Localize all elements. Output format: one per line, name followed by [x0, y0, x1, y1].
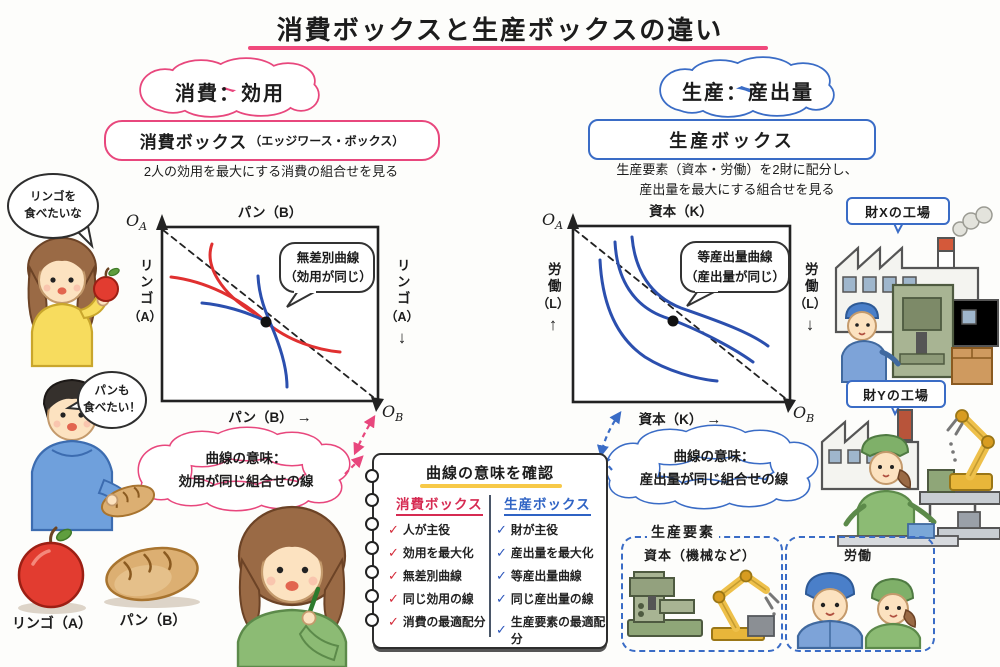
right-graph-left-axis-label: 労働 （L） ↑: [536, 262, 570, 335]
production-tag-cloud-shape: [659, 56, 835, 118]
labor-workers-illustration: [796, 571, 922, 650]
woman-with-apple-illustration: [27, 237, 120, 368]
notebook-title-underline: [420, 484, 562, 488]
consumption-box-header: 消費ボックス （エッジワース・ボックス）: [104, 120, 440, 161]
right-arrow-icon: →: [706, 411, 722, 428]
labor-factor-box: [785, 536, 935, 652]
check-icon: ✓: [496, 544, 507, 560]
notebook-right-item: ✓産出量を最大化: [496, 544, 594, 561]
apple-label: リンゴ（A）: [11, 615, 93, 631]
right-arrow-icon: →: [296, 409, 312, 426]
spiral-ring: [365, 541, 379, 555]
check-icon: ✓: [496, 622, 507, 637]
notebook-left-item: ✓同じ効用の線: [388, 590, 474, 607]
isoquant-bubble: 等産出量曲線 （産出量が同じ）: [684, 250, 785, 284]
notebook-left-item: ✓消費の最適配分: [388, 613, 486, 630]
left-graph-top-label: パン（B）: [237, 205, 303, 220]
up-arrow-icon: ↑: [548, 315, 558, 335]
notebook-left-item: ✓効用を最大化: [388, 544, 474, 561]
woman-speech-text: リンゴを 食べたいな: [24, 190, 82, 220]
spiral-ring: [365, 469, 379, 483]
title-underline: [248, 46, 768, 50]
check-icon: ✓: [496, 567, 507, 583]
woman-speech-bubble-shape: [7, 173, 99, 250]
consumption-box-title: 消費ボックス: [139, 133, 248, 152]
capital-machines-illustration: [627, 569, 780, 641]
check-icon: ✓: [388, 567, 399, 583]
left-graph-bottom-label: パン（B）→: [228, 409, 312, 426]
notebook-left-item: ✓人が主役: [388, 521, 451, 538]
bread-label: パン（B）: [119, 612, 187, 628]
left-graph-left-axis-label: リンゴ （A）: [127, 258, 163, 324]
factory-y-label: 財Yの工場: [846, 380, 946, 408]
indifference-curve-bubble: 無差別曲線 （効用が同じ）: [284, 250, 372, 284]
notebook-column-divider: [489, 495, 491, 637]
production-tag: 生産：産出量: [682, 82, 814, 104]
right-graph-bottom-label: 資本（K）→: [638, 411, 722, 428]
consumption-cloud-text: 曲線の意味： 効用が同じ組合せの線: [178, 451, 314, 489]
notebook-right-item: ✓財が主役: [496, 521, 559, 538]
down-arrow-icon: ↓: [805, 315, 815, 335]
check-icon: ✓: [496, 590, 507, 606]
notebook-left-item: ✓無差別曲線: [388, 567, 462, 584]
consumption-tag-cloud-shape: [139, 57, 320, 118]
isoquant-bubble-shape: [680, 241, 790, 307]
notebook-title: 曲線の意味を確認: [425, 465, 554, 482]
production-description: 生産要素（資本・労働）を2財に配分し、 産出量を最大にする組合せを見る: [616, 162, 858, 197]
consumption-box-note: （エッジワース・ボックス）: [249, 134, 405, 148]
notebook-right-item: ✓等産出量曲線: [496, 567, 582, 584]
labor-label: 労働: [843, 548, 872, 563]
consumption-graph: [156, 214, 384, 412]
factory-x-label: 財Xの工場: [846, 197, 950, 225]
bread-illustration: [104, 546, 200, 608]
spiral-ring: [365, 589, 379, 603]
check-icon: ✓: [388, 544, 399, 560]
notebook-right-item: ✓同じ産出量の線: [496, 590, 594, 607]
spiral-ring: [365, 613, 379, 627]
consumption-tag: 消費：効用: [175, 83, 285, 105]
check-icon: ✓: [496, 521, 507, 537]
boy-speech-text: パンも 食べたい！: [83, 384, 141, 414]
production-cloud-text: 曲線の意味： 産出量が同じ組合せの線: [639, 449, 789, 487]
thinking-woman-illustration: [236, 505, 348, 667]
notebook: 曲線の意味を確認 消費ボックス 生産ボックス ✓人が主役 ✓効用を最大化 ✓無差…: [365, 453, 608, 649]
page-title: 消費ボックスと生産ボックスの違い: [276, 15, 724, 45]
production-box-header: 生産ボックス: [588, 119, 876, 160]
left-graph-origin-a: OA: [126, 211, 148, 234]
spiral-ring: [365, 493, 379, 507]
apple-illustration: [17, 526, 86, 614]
right-graph-origin-a: OA: [542, 210, 564, 233]
consumption-description: 2人の効用を最大にする消費の組合せを見る: [143, 164, 399, 179]
capital-label: 資本（機械など）: [643, 548, 756, 563]
factors-title: 生産要素: [647, 522, 719, 542]
down-arrow-icon: ↓: [397, 327, 407, 347]
right-graph-origin-b: OB: [793, 403, 815, 426]
notebook-right-item: ✓生産要素の最適配分: [496, 615, 606, 646]
check-icon: ✓: [388, 590, 399, 606]
check-icon: ✓: [388, 521, 399, 537]
factory-y-illustration: [820, 402, 1000, 547]
factory-x-illustration: [834, 206, 999, 385]
right-graph-top-label: 資本（K）: [649, 204, 713, 219]
production-graph: [567, 213, 796, 413]
production-box-title: 生産ボックス: [669, 130, 795, 151]
spiral-ring: [365, 517, 379, 531]
check-icon: ✓: [388, 613, 399, 629]
left-graph-origin-b: OB: [382, 402, 404, 425]
spiral-ring: [365, 565, 379, 579]
notebook-left-header: 消費ボックス: [396, 493, 483, 516]
notebook-right-header: 生産ボックス: [504, 493, 591, 516]
consumption-meaning-cloud-shape: [137, 426, 351, 512]
boy-speech-bubble-shape: [64, 371, 147, 429]
right-graph-right-axis-label: 労働 （L） ↓: [793, 262, 827, 335]
left-graph-right-axis-label: リンゴ （A） ↓: [384, 258, 420, 347]
indifference-curve-bubble-shape: [279, 242, 375, 308]
